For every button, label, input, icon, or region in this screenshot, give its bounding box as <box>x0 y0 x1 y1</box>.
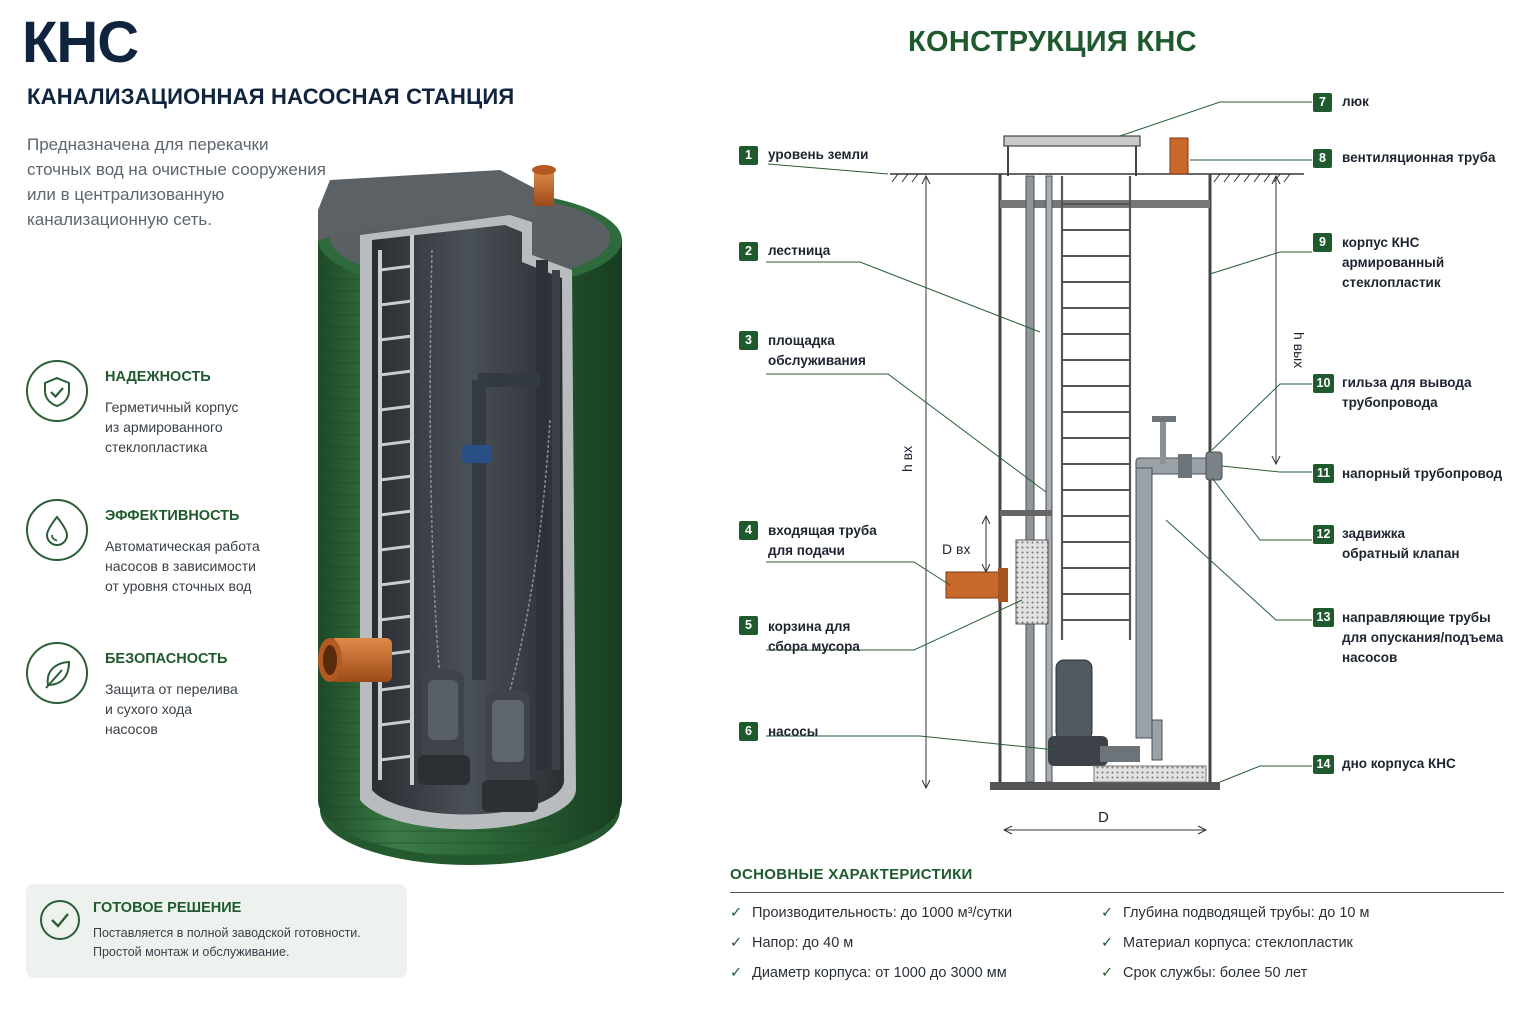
leaf-icon <box>26 642 88 704</box>
callout-vent-pipe: вентиляционная труба <box>1342 150 1496 165</box>
specs-title: ОСНОВНЫЕ ХАРАКТЕРИСТИКИ <box>730 866 973 883</box>
tank-bottom <box>990 782 1220 790</box>
ready-title: ГОТОВОЕ РЕШЕНИЕ <box>93 900 242 916</box>
ladder <box>1060 176 1132 640</box>
pressure-pipeline <box>1135 416 1223 761</box>
callout-badge: 7 <box>1313 93 1332 112</box>
feature-title: НАДЕЖНОСТЬ <box>105 369 211 385</box>
spec-item: ✓Напор: до 40 м <box>730 935 854 951</box>
callout-badge: 6 <box>739 722 758 741</box>
callout-ground-level: уровень земли <box>768 147 869 162</box>
spec-item: ✓Глубина подводящей трубы: до 10 м <box>1101 905 1370 921</box>
intro-line: канализационную сеть. <box>27 210 212 229</box>
check-icon: ✓ <box>1101 935 1114 951</box>
hatch-cover <box>1003 135 1141 147</box>
callout-badge: 10 <box>1313 374 1334 393</box>
check-circle-icon <box>40 900 80 940</box>
callout-badge: 13 <box>1313 608 1334 627</box>
check-icon: ✓ <box>730 905 743 921</box>
callout-badge: 11 <box>1313 464 1334 483</box>
page-title: КНС <box>22 10 139 75</box>
callout-pressure-pipeline: напорный трубопровод <box>1342 466 1503 481</box>
pump-right <box>482 690 538 812</box>
spec-item: ✓Диаметр корпуса: от 1000 до 3000 мм <box>730 965 1007 981</box>
debris-basket <box>1015 539 1049 625</box>
feature-title: ЭФФЕКТИВНОСТЬ <box>105 508 240 524</box>
dim-d: D <box>1098 809 1109 826</box>
intro-line: сточных вод на очистные сооружения <box>27 160 326 179</box>
check-icon: ✓ <box>1101 965 1114 981</box>
callout-badge: 3 <box>739 331 758 350</box>
feature-desc: Автоматическая работа насосов в зависимо… <box>105 538 260 594</box>
submersible-pump <box>1048 659 1140 766</box>
feature-title: БЕЗОПАСНОСТЬ <box>105 651 228 667</box>
callout-badge: 2 <box>739 242 758 261</box>
tank-cutaway-illustration <box>318 165 622 865</box>
ground-line <box>890 173 1304 183</box>
page-subtitle: КАНАЛИЗАЦИОННАЯ НАСОСНАЯ СТАНЦИЯ <box>27 84 515 109</box>
callout-badge: 4 <box>739 521 758 540</box>
callout-badge: 1 <box>739 146 758 165</box>
check-icon: ✓ <box>1101 905 1114 921</box>
specs-divider <box>730 892 1504 893</box>
dim-d-in: D вх <box>942 541 970 557</box>
spec-item: ✓Материал корпуса: стеклопластик <box>1101 935 1353 951</box>
ready-solution-box: ГОТОВОЕ РЕШЕНИЕ Поставляется в полной за… <box>26 884 407 978</box>
callout-badge: 12 <box>1313 525 1334 544</box>
check-icon: ✓ <box>730 965 743 981</box>
callout-badge: 14 <box>1313 755 1334 774</box>
callout-badge: 5 <box>739 616 758 635</box>
callout-pumps: насосы <box>768 724 819 739</box>
water-drop-icon <box>26 499 88 561</box>
dim-h-out: h вых <box>1291 332 1307 368</box>
ready-desc: Поставляется в полной заводской готовнос… <box>93 926 361 959</box>
callout-hatch: люк <box>1342 94 1369 109</box>
schematic-diagram: h вх D вх h вых D <box>766 101 1312 835</box>
intro-line: или в централизованную <box>27 185 225 204</box>
feature-desc: Защита от перелива и сухого хода насосов <box>105 681 238 737</box>
shield-check-icon <box>26 360 88 422</box>
pump-left <box>418 670 470 785</box>
ladder-rungs <box>379 264 413 762</box>
callout-tank-bottom: дно корпуса КНС <box>1342 756 1456 771</box>
leader-lines <box>766 101 1312 783</box>
spec-item: ✓Производительность: до 1000 м³/сутки <box>730 905 1013 921</box>
feature-desc: Герметичный корпус из армированного стек… <box>105 399 239 455</box>
spec-item: ✓Срок службы: более 50 лет <box>1101 965 1308 981</box>
callout-ladder: лестница <box>768 243 831 258</box>
dimension-lines <box>921 174 1281 835</box>
service-platform <box>1000 510 1052 516</box>
inlet-pipe <box>945 571 1001 599</box>
diagram-title: КОНСТРУКЦИЯ КНС <box>908 26 1197 58</box>
intro-text: Предназначена для перекачки сточных вод … <box>27 132 367 232</box>
callout-badge: 9 <box>1313 233 1332 252</box>
intro-line: Предназначена для перекачки <box>27 135 269 154</box>
check-icon: ✓ <box>730 935 743 951</box>
callout-badge: 8 <box>1313 149 1332 168</box>
vent-pipe <box>1169 137 1189 175</box>
dim-h-in: h вх <box>899 446 915 472</box>
